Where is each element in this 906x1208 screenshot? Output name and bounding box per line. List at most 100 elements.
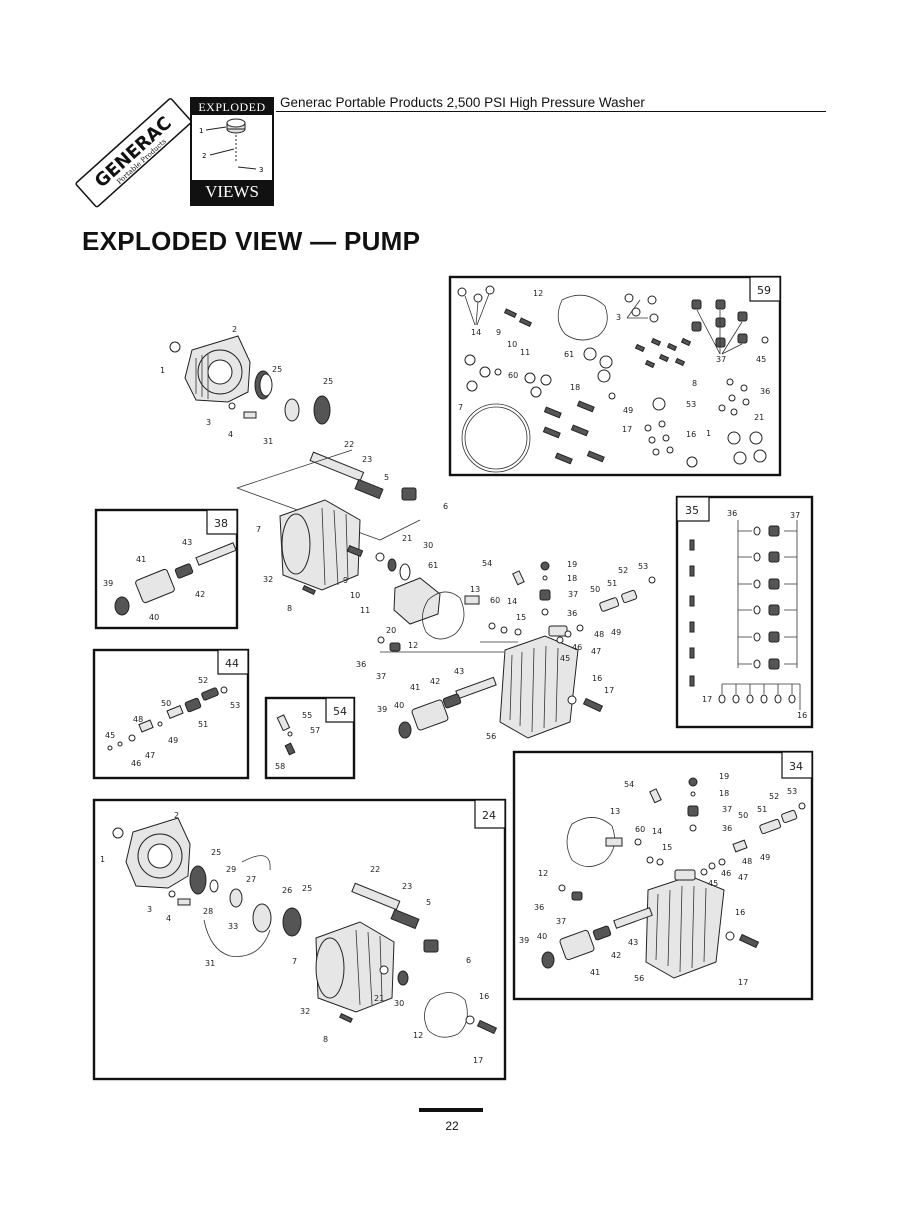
badge-top: EXPLODED [192, 99, 272, 115]
b54-callout-58: 58 [275, 762, 285, 771]
b24-callout-7: 7 [292, 957, 297, 966]
main-callout-36b: 36 [356, 660, 366, 669]
footer-bar [419, 1108, 483, 1112]
b34-callout-56: 56 [634, 974, 644, 983]
box-54-label: 54 [333, 705, 347, 718]
b59-callout-37: 37 [716, 355, 726, 364]
b34-callout-15: 15 [662, 843, 672, 852]
b54-callout-57: 57 [310, 726, 320, 735]
b44-callout-52: 52 [198, 676, 208, 685]
main-callout-20: 20 [386, 626, 396, 635]
b35-callout-37: 37 [790, 511, 800, 520]
b59-callout-7: 7 [458, 403, 463, 412]
main-callout-9: 9 [343, 576, 348, 585]
main-callout-50: 50 [590, 585, 600, 594]
b59-callout-17: 17 [622, 425, 632, 434]
b24-callout-27: 27 [246, 875, 256, 884]
badge-bottom: VIEWS [192, 180, 272, 204]
kit-box-35: 35 36 37 17 16 [675, 495, 814, 729]
main-callout-19: 19 [567, 560, 577, 569]
b38-callout-40: 40 [149, 613, 159, 622]
b24-callout-31: 31 [205, 959, 215, 968]
box-38-label: 38 [214, 517, 228, 530]
b44-callout-50: 50 [161, 699, 171, 708]
b24-callout-6: 6 [466, 956, 471, 965]
main-callout-21: 21 [402, 534, 412, 543]
b34-callout-49: 49 [760, 853, 770, 862]
box-35-label: 35 [685, 504, 699, 517]
main-callout-6: 6 [443, 502, 448, 511]
main-callout-18: 18 [567, 574, 577, 583]
main-callout-37: 37 [568, 590, 578, 599]
box-44-label: 44 [225, 657, 239, 670]
b54-callout-55: 55 [302, 711, 312, 720]
b34-callout-37b: 37 [556, 917, 566, 926]
b59-callout-53: 53 [686, 400, 696, 409]
b35-callout-16: 16 [797, 711, 807, 720]
b24-callout-25a: 25 [211, 848, 221, 857]
b34-callout-42: 42 [611, 951, 621, 960]
b34-callout-18: 18 [719, 789, 729, 798]
b34-callout-14: 14 [652, 827, 662, 836]
header-title: Generac Portable Products 2,500 PSI High… [280, 95, 645, 110]
main-callout-15: 15 [516, 613, 526, 622]
main-callout-39: 39 [377, 705, 387, 714]
b59-callout-49: 49 [623, 406, 633, 415]
b34-callout-43: 43 [628, 938, 638, 947]
b59-callout-21: 21 [754, 413, 764, 422]
main-callout-54: 54 [482, 559, 492, 568]
b24-callout-29: 29 [226, 865, 236, 874]
main-callout-46: 46 [572, 643, 582, 652]
b24-callout-22: 22 [370, 865, 380, 874]
kit-box-24: 24 1 2 25 29 27 3 4 28 33 26 25 [92, 798, 507, 1081]
kit-box-34: 34 54 19 18 37 36 13 60 14 15 [512, 750, 814, 1001]
exploded-views-badge: EXPLODED 1 2 3 VIEWS [190, 97, 274, 206]
main-callout-13: 13 [470, 585, 480, 594]
main-callout-8: 8 [287, 604, 292, 613]
b34-callout-41: 41 [590, 968, 600, 977]
main-callout-5: 5 [384, 473, 389, 482]
main-callout-47: 47 [591, 647, 601, 656]
b59-callout-1: 1 [706, 429, 711, 438]
badge-callout-2: 2 [202, 152, 206, 160]
main-pump-assembly: 1 2 25 25 3 4 31 22 23 5 6 7 32 8 9 10 1… [160, 325, 656, 741]
main-callout-41: 41 [410, 683, 420, 692]
b34-callout-46: 46 [721, 869, 731, 878]
b59-callout-45: 45 [756, 355, 766, 364]
b24-callout-21: 21 [374, 994, 384, 1003]
b59-callout-16: 16 [686, 430, 696, 439]
b59-callout-8: 8 [692, 379, 697, 388]
b34-callout-51: 51 [757, 805, 767, 814]
b24-callout-4: 4 [166, 914, 171, 923]
b24-callout-28: 28 [203, 907, 213, 916]
b34-callout-37: 37 [722, 805, 732, 814]
b24-callout-8: 8 [323, 1035, 328, 1044]
main-callout-31: 31 [263, 437, 273, 446]
main-callout-48: 48 [594, 630, 604, 639]
b34-callout-50: 50 [738, 811, 748, 820]
b34-callout-45: 45 [708, 879, 718, 888]
header-rule [276, 111, 826, 112]
main-callout-16: 16 [592, 674, 602, 683]
b34-callout-47: 47 [738, 873, 748, 882]
main-callout-22: 22 [344, 440, 354, 449]
b24-callout-16: 16 [479, 992, 489, 1001]
main-callout-32: 32 [263, 575, 273, 584]
main-callout-30: 30 [423, 541, 433, 550]
b38-callout-42: 42 [195, 590, 205, 599]
main-callout-49: 49 [611, 628, 621, 637]
b44-callout-49: 49 [168, 736, 178, 745]
main-callout-56: 56 [486, 732, 496, 741]
b24-callout-17: 17 [473, 1056, 483, 1065]
b24-callout-3: 3 [147, 905, 152, 914]
main-callout-51: 51 [607, 579, 617, 588]
main-callout-37b: 37 [376, 672, 386, 681]
kit-box-59: 59 [448, 275, 782, 477]
b38-callout-39: 39 [103, 579, 113, 588]
b34-callout-48: 48 [742, 857, 752, 866]
b59-callout-14: 14 [471, 328, 481, 337]
b24-callout-1: 1 [100, 855, 105, 864]
main-callout-4: 4 [228, 430, 233, 439]
b34-callout-54: 54 [624, 780, 634, 789]
